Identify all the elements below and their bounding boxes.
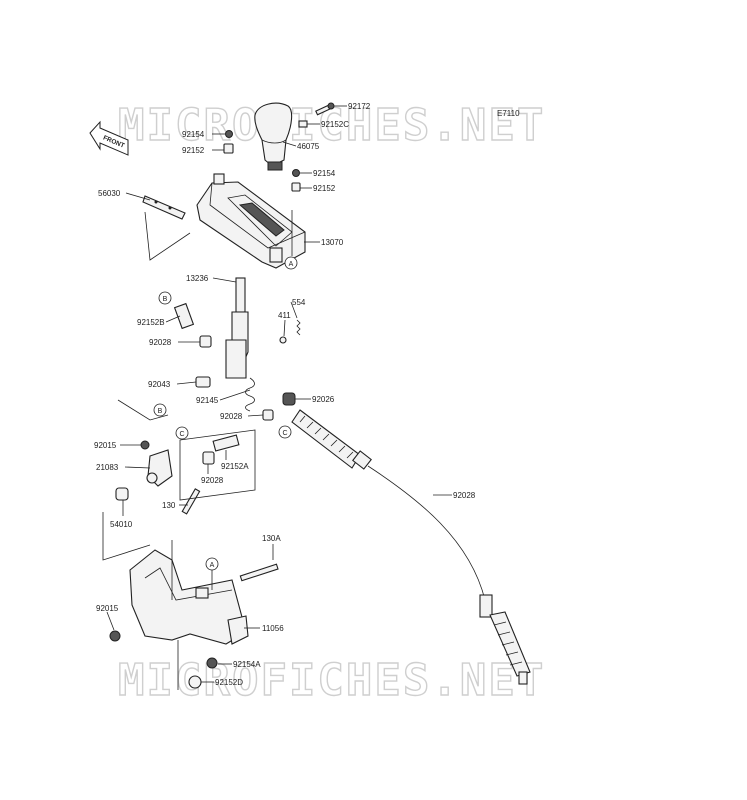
label-92152-top: 92152 (182, 146, 205, 155)
bolt-130 (181, 488, 201, 515)
pivot-bracket-21083 (146, 449, 173, 487)
shift-lever (225, 277, 249, 379)
shift-knob (254, 102, 293, 171)
label-92154-right: 92154 (313, 169, 336, 178)
part-labels: 92172 92152C 92154 92152 46075 92154 921… (94, 102, 476, 687)
svg-text:C: C (179, 431, 184, 438)
label-92028-c: 92028 (201, 476, 224, 485)
bushing-92026 (282, 392, 296, 406)
collar-92152B (173, 302, 195, 330)
bushing-92028-d (115, 487, 129, 501)
label-92154-top: 92154 (182, 130, 205, 139)
callout-b-top: B (158, 291, 172, 305)
bushing-92028-c (202, 451, 215, 465)
label-130A: 130A (262, 534, 281, 543)
spring-92145 (245, 377, 255, 412)
callout-c-left: C (175, 426, 189, 440)
label-92152B: 92152B (137, 318, 165, 327)
label-54010: 92028 (453, 491, 476, 500)
svg-text:B: B (158, 408, 163, 415)
label-92152C: 92152C (321, 120, 349, 129)
label-21083: 21083 (96, 463, 119, 472)
shift-cable (291, 409, 531, 685)
bolt-92154-right (291, 169, 301, 192)
bolt-92154A (206, 657, 218, 669)
label-554: 554 (292, 298, 306, 307)
label-92152-right: 92152 (313, 184, 336, 193)
pin-92043 (195, 376, 211, 388)
leader-lines (102, 105, 452, 690)
label-92152D: 92152D (215, 678, 243, 687)
label-46075: 46075 (297, 142, 320, 151)
bushing-92028-b (262, 409, 274, 421)
washer-92152D (188, 675, 202, 689)
label-56030: 56030 (98, 189, 121, 198)
svg-text:A: A (210, 562, 215, 569)
bolt-130A (239, 563, 279, 582)
nut-92015-a (140, 440, 150, 450)
label-411: 411 (278, 311, 291, 320)
svg-text:A: A (289, 261, 294, 268)
label-92154A: 92154A (233, 660, 261, 669)
nut-92015-b (109, 630, 121, 642)
svg-text:B: B (163, 296, 168, 303)
bushing-92028-a (199, 335, 212, 348)
svg-text:C: C (282, 430, 287, 437)
pin-554 (296, 319, 301, 336)
collar-92152A (212, 434, 240, 452)
label-92028-d: 54010 (110, 520, 133, 529)
label-92145: 92145 (196, 396, 219, 405)
label-92152A: 92152A (221, 462, 249, 471)
label-92015-a: 92015 (94, 441, 117, 450)
watermark-bottom: MICROFICHES.NET (118, 655, 545, 706)
callout-a-bottom: A (205, 557, 219, 571)
plate-56030 (142, 195, 186, 220)
label-13070: 13070 (321, 238, 344, 247)
label-92026: 92026 (312, 395, 335, 404)
callout-a-top: A (284, 256, 298, 270)
washer-411 (279, 336, 287, 344)
label-92172: 92172 (348, 102, 371, 111)
bolt-92172 (298, 102, 335, 128)
label-92015-b: 92015 (96, 604, 119, 613)
label-130: 130 (162, 501, 176, 510)
label-11056: 11056 (262, 624, 284, 633)
label-92028-a: 92028 (149, 338, 172, 347)
base-bracket-11056 (129, 549, 249, 645)
callout-b-mid: B (153, 403, 167, 417)
diagram-code: E7110 (497, 109, 520, 118)
callout-c-right: C (278, 425, 292, 439)
bolt-92154-top (223, 130, 234, 154)
label-92028-b: 92028 (220, 412, 243, 421)
label-13236: 13236 (186, 274, 209, 283)
shift-gate-bracket (196, 173, 306, 269)
label-92043: 92043 (148, 380, 171, 389)
front-arrow-icon: FRONT (89, 120, 129, 156)
